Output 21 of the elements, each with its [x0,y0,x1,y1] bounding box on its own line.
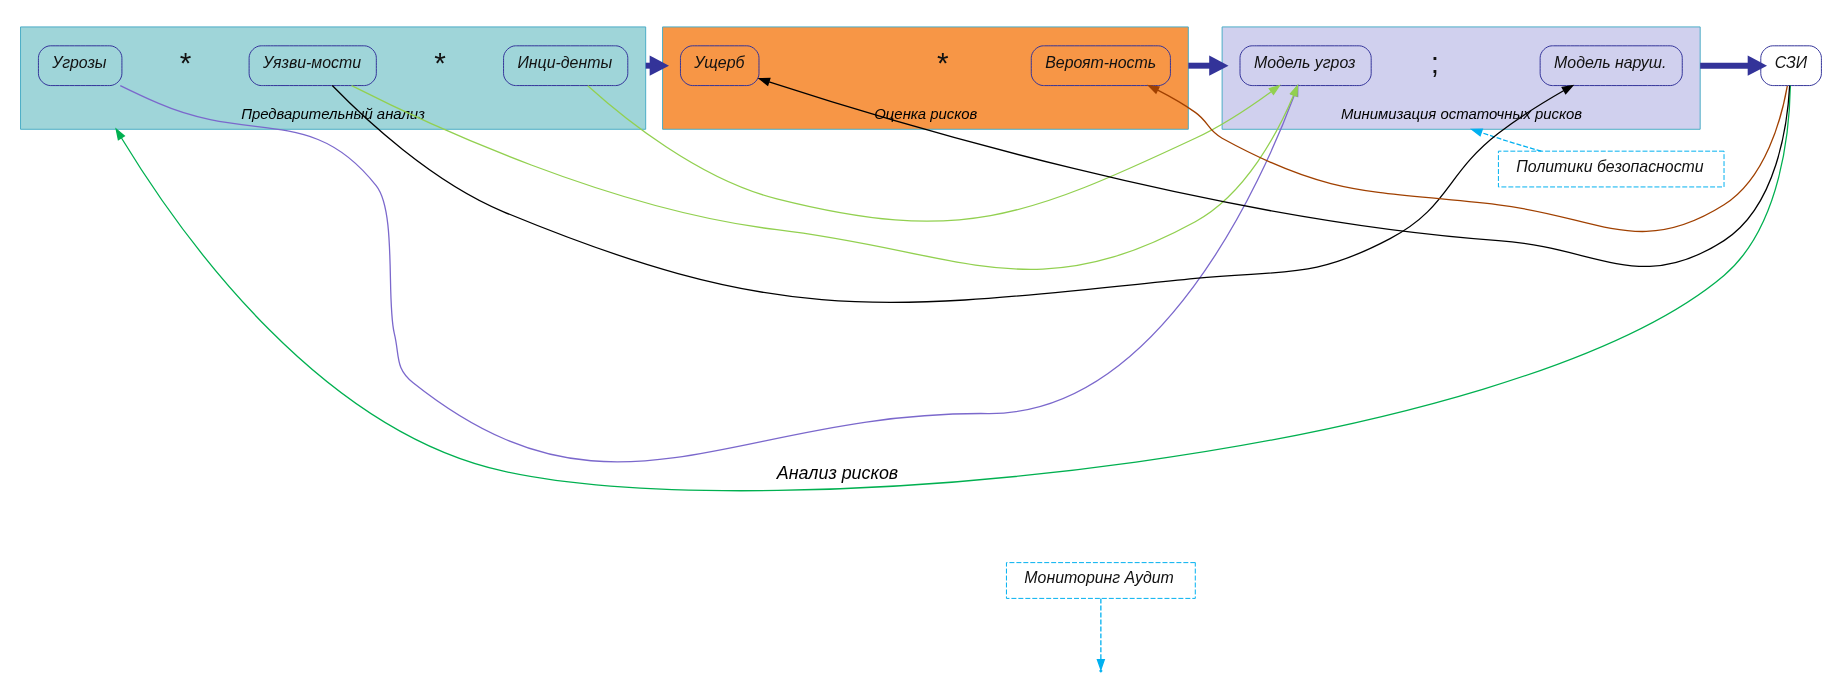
arrow [587,84,1281,222]
node-box: Ущерб [679,45,760,87]
node-box: Угрозы [37,45,123,87]
label: * [434,46,446,80]
arrow [1188,55,1229,76]
arrow [757,77,1791,267]
label: ; [1430,46,1439,80]
node-box: Инци-денты [503,45,629,87]
arrow [1470,128,1542,152]
arrow [1700,55,1768,76]
node-box: Мониторинг Аудит [1005,562,1196,599]
node-box: Уязви-мости [248,45,377,87]
arrow [1096,597,1106,672]
node-box: Модель угроз [1239,45,1372,87]
node-box: СЗИ [1760,45,1822,87]
node-box: Политики безопасности [1497,150,1725,188]
edge-label: Анализ рисков [776,462,899,483]
node-box: Модель наруш. [1539,45,1683,87]
label: * [179,46,192,80]
node-box: Вероят-ность [1030,45,1171,87]
label: * [937,46,949,80]
